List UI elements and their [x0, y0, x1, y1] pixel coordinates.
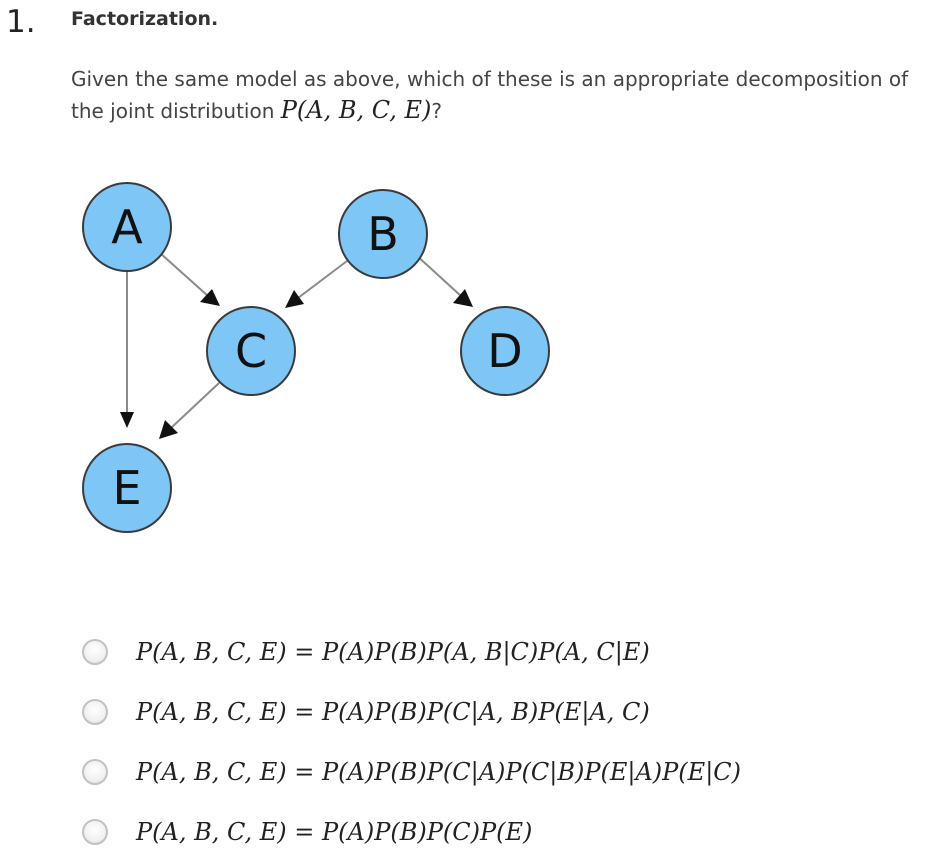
radio-button[interactable] — [82, 639, 108, 665]
prompt-math: P(A, B, C, E) — [280, 96, 432, 124]
answer-options: P(A, B, C, E) = P(A)P(B)P(A, B|C)P(A, C|… — [82, 622, 741, 862]
question-prompt: Given the same model as above, which of … — [71, 64, 921, 127]
option-label: P(A, B, C, E) = P(A)P(B)P(A, B|C)P(A, C|… — [136, 638, 650, 666]
node-e: E — [82, 443, 172, 533]
question-number: 1. — [6, 4, 36, 40]
svg-text:B: B — [367, 207, 399, 261]
node-d: D — [460, 306, 550, 396]
svg-text:C: C — [235, 324, 267, 378]
edge-c-e — [159, 382, 220, 439]
radio-button[interactable] — [82, 759, 108, 785]
option-label: P(A, B, C, E) = P(A)P(B)P(C|A, B)P(E|A, … — [136, 698, 650, 726]
node-c: C — [206, 306, 296, 396]
edge-b-d — [414, 253, 473, 307]
option-label: P(A, B, C, E) = P(A)P(B)P(C)P(E) — [136, 818, 533, 846]
edge-b-c — [285, 257, 352, 308]
edge-a-e — [120, 267, 134, 428]
svg-text:E: E — [112, 461, 141, 515]
question-title: Factorization. — [71, 8, 219, 30]
answer-option[interactable]: P(A, B, C, E) = P(A)P(B)P(A, B|C)P(A, C|… — [82, 622, 741, 682]
radio-button[interactable] — [82, 819, 108, 845]
edge-a-c — [159, 252, 220, 306]
answer-option[interactable]: P(A, B, C, E) = P(A)P(B)P(C|A)P(C|B)P(E|… — [82, 742, 741, 802]
node-b: B — [338, 189, 428, 279]
prompt-text: Given the same model as above, which of … — [71, 67, 909, 123]
bayes-network-diagram: A B C D E — [82, 182, 550, 533]
answer-option[interactable]: P(A, B, C, E) = P(A)P(B)P(C)P(E) — [82, 802, 741, 862]
answer-option[interactable]: P(A, B, C, E) = P(A)P(B)P(C|A, B)P(E|A, … — [82, 682, 741, 742]
option-label: P(A, B, C, E) = P(A)P(B)P(C|A)P(C|B)P(E|… — [136, 758, 742, 786]
svg-text:A: A — [111, 200, 143, 254]
radio-button[interactable] — [82, 699, 108, 725]
node-a: A — [82, 182, 172, 272]
svg-text:D: D — [487, 324, 522, 378]
prompt-suffix: ? — [431, 99, 443, 123]
